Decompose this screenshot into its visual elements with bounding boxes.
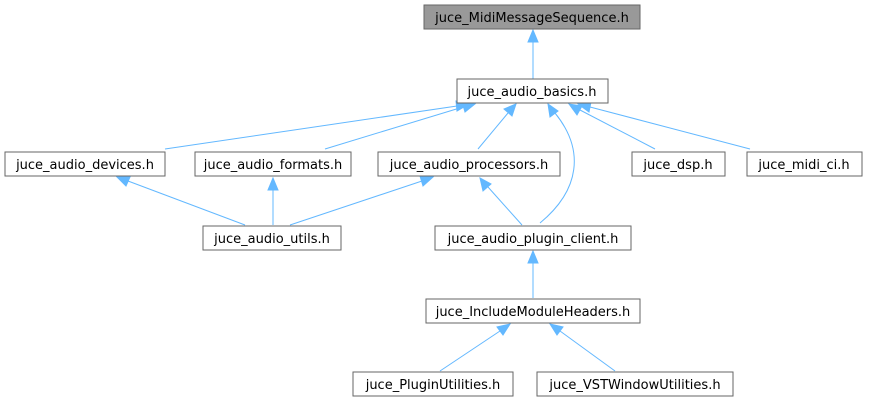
edge-audio-utils-to-audio-devices xyxy=(115,176,246,226)
node-audio-utils[interactable]: juce_audio_utils.h xyxy=(202,225,342,251)
node-audio-devices[interactable]: juce_audio_devices.h xyxy=(4,151,166,177)
node-midi-ci-label: juce_midi_ci.h xyxy=(757,158,849,173)
node-dsp[interactable]: juce_dsp.h xyxy=(631,151,726,177)
node-plugin-utilities-label: juce_PluginUtilities.h xyxy=(365,378,501,393)
node-include-module-headers[interactable]: juce_IncludeModuleHeaders.h xyxy=(425,298,641,324)
node-audio-formats-label: juce_audio_formats.h xyxy=(203,158,343,173)
node-midi-ci[interactable]: juce_midi_ci.h xyxy=(746,151,863,177)
node-audio-processors[interactable]: juce_audio_processors.h xyxy=(377,151,561,177)
edge-audio-utils-to-audio-formats xyxy=(267,176,279,225)
node-root[interactable]: juce_MidiMessageSequence.h xyxy=(423,4,641,30)
edges xyxy=(115,28,751,372)
edge-midi-ci-to-audio-basics xyxy=(576,101,751,150)
node-audio-basics[interactable]: juce_audio_basics.h xyxy=(456,78,609,104)
node-vst-window-utilities-label: juce_VSTWindowUtilities.h xyxy=(548,378,720,393)
node-plugin-utilities[interactable]: juce_PluginUtilities.h xyxy=(352,371,514,397)
node-audio-processors-label: juce_audio_processors.h xyxy=(389,158,548,173)
node-dsp-label: juce_dsp.h xyxy=(642,158,712,173)
edge-include-module-headers-to-audio-plugin-client xyxy=(527,249,539,298)
node-audio-basics-label: juce_audio_basics.h xyxy=(467,85,597,100)
edge-plugin-utilities-to-include-module-headers xyxy=(439,323,512,372)
nodes: juce_MidiMessageSequence.h juce_audio_ba… xyxy=(4,4,863,397)
node-audio-formats[interactable]: juce_audio_formats.h xyxy=(194,151,352,177)
edge-audio-basics-to-root xyxy=(527,28,539,79)
edge-audio-utils-to-audio-processors xyxy=(289,175,435,226)
edge-dsp-to-audio-basics xyxy=(567,103,656,150)
edge-vst-window-utilities-to-include-module-headers xyxy=(548,323,616,372)
node-audio-plugin-client[interactable]: juce_audio_plugin_client.h xyxy=(434,225,632,251)
node-audio-utils-label: juce_audio_utils.h xyxy=(213,232,330,247)
edge-audio-formats-to-audio-basics xyxy=(324,101,477,150)
edge-audio-plugin-client-to-audio-processors xyxy=(479,177,523,226)
node-include-module-headers-label: juce_IncludeModuleHeaders.h xyxy=(435,305,631,320)
edge-audio-plugin-client-to-audio-basics xyxy=(539,102,575,224)
node-vst-window-utilities[interactable]: juce_VSTWindowUtilities.h xyxy=(536,371,734,397)
node-audio-devices-label: juce_audio_devices.h xyxy=(15,158,154,173)
node-root-label: juce_MidiMessageSequence.h xyxy=(434,11,629,26)
node-audio-plugin-client-label: juce_audio_plugin_client.h xyxy=(447,232,619,247)
edge-audio-devices-to-audio-basics xyxy=(164,100,471,150)
edge-audio-processors-to-audio-basics xyxy=(477,103,517,150)
